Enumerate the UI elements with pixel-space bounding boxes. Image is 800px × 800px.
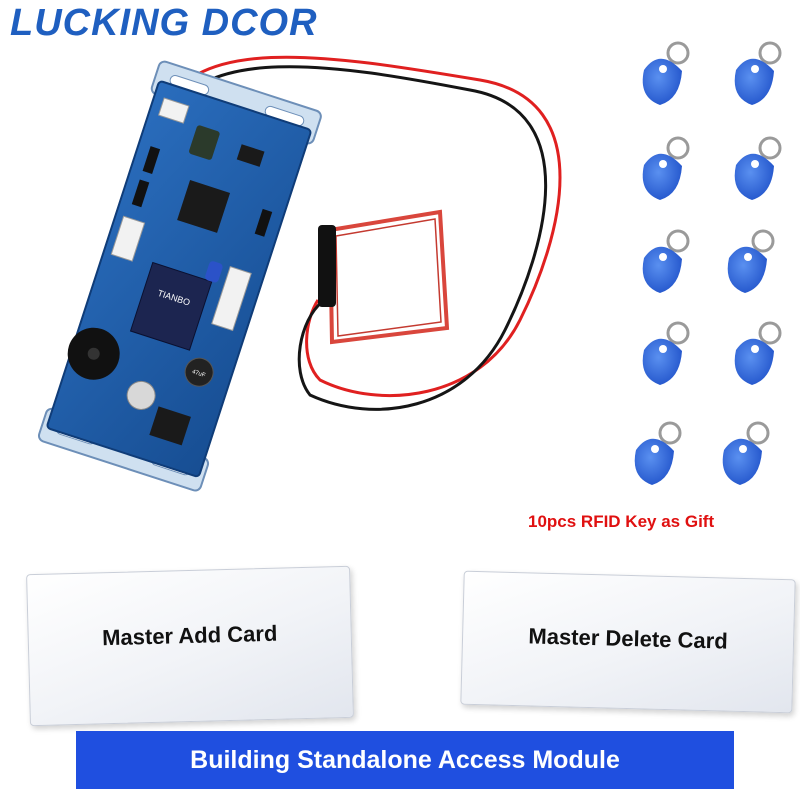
master-delete-card: Master Delete Card [460, 570, 796, 714]
product-title-banner: Building Standalone Access Module [76, 731, 734, 789]
master-add-card: Master Add Card [26, 565, 354, 727]
rfid-keyfob [642, 321, 690, 385]
product-illustration: TIANBO 47uF [37, 41, 782, 492]
master-delete-card-label: Master Delete Card [528, 623, 729, 654]
rfid-antenna-coil [318, 209, 450, 345]
capacitor-label: 47uF [191, 369, 206, 379]
rfid-keyfob [722, 421, 770, 485]
rfid-keyfob [634, 421, 682, 485]
rfid-keyfob [642, 41, 690, 105]
rfid-keyfob [642, 136, 690, 200]
brand-logo: LUCKING DCOR [10, 2, 318, 44]
access-control-board: TIANBO 47uF [37, 60, 322, 492]
master-add-card-label: Master Add Card [101, 620, 278, 651]
rfid-keyfob [734, 41, 782, 105]
wires [158, 55, 562, 411]
rfid-keyfob [727, 229, 775, 293]
rfid-keyfob [642, 229, 690, 293]
keyfob-grid [634, 41, 782, 485]
rfid-keyfob [734, 321, 782, 385]
product-title: Building Standalone Access Module [190, 746, 620, 774]
rfid-keyfob [734, 136, 782, 200]
gift-note: 10pcs RFID Key as Gift [528, 512, 715, 531]
